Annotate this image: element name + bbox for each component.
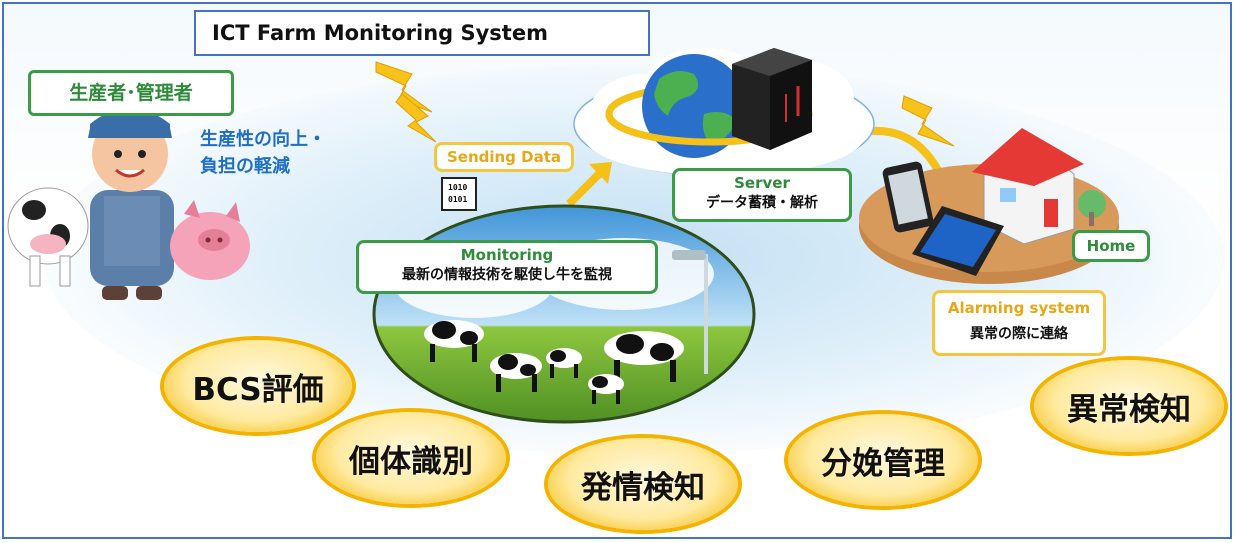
farmer-icon [88, 108, 174, 300]
feature-calving-management: 分娩管理 [788, 414, 978, 506]
alarm-desc: 異常の際に連絡 [970, 326, 1068, 342]
producer-label: 生産者･管理者 [28, 70, 234, 116]
benefit-line-1: 生産性の向上・ [200, 129, 326, 150]
lightning-bolt-icon [395, 93, 437, 143]
upload-arrow-head [589, 162, 612, 184]
camera-icon [672, 250, 706, 260]
data-file-line-1: 1010 [448, 183, 467, 192]
feature-estrus-detection: 発情検知 [548, 438, 738, 530]
sending-data-text: Sending Data [446, 148, 562, 166]
dairy-cow-icon [546, 348, 582, 378]
pig-icon [170, 200, 250, 280]
server-label: Server データ蓄積・解析 [672, 168, 852, 222]
page-title: ICT Farm Monitoring System [194, 10, 650, 56]
dairy-cow-icon [424, 320, 484, 362]
dairy-cow-icon [604, 331, 684, 382]
server-desc: データ蓄積・解析 [706, 195, 818, 211]
dairy-cow-icon [588, 374, 624, 404]
benefit-text: 生産性の向上・ 負担の軽減 [200, 126, 370, 180]
sending-data-label: Sending Data [434, 142, 574, 172]
monitoring-desc: 最新の情報技術を駆使し牛を監視 [402, 267, 612, 283]
globe-icon [605, 54, 813, 158]
cow-icon [7, 187, 89, 287]
lightning-bolt-icon [901, 95, 955, 147]
data-file-line-2: 0101 [448, 195, 467, 204]
home-text: Home [1086, 237, 1136, 255]
server-title: Server [734, 174, 790, 192]
home-platform [859, 128, 1119, 284]
monitoring-label: Monitoring 最新の情報技術を駆使し牛を監視 [356, 240, 658, 294]
upload-arrow [566, 166, 607, 207]
feature-anomaly-detection: 異常検知 [1034, 360, 1224, 452]
benefit-line-2: 負担の軽減 [200, 156, 290, 177]
monitoring-title: Monitoring [460, 246, 554, 264]
feature-bcs: BCS評価 [164, 340, 352, 432]
home-label: Home [1072, 230, 1150, 262]
smartphone-icon [882, 161, 934, 233]
alarm-label: Alarming system 異常の際に連絡 [932, 290, 1106, 356]
server-rack-icon [732, 48, 812, 150]
alarm-title: Alarming system [947, 299, 1091, 317]
data-file-icon: 1010 0101 [441, 177, 477, 211]
feature-identification: 個体識別 [316, 412, 506, 504]
dairy-cow-icon [490, 353, 542, 392]
tablet-icon [912, 206, 1004, 276]
